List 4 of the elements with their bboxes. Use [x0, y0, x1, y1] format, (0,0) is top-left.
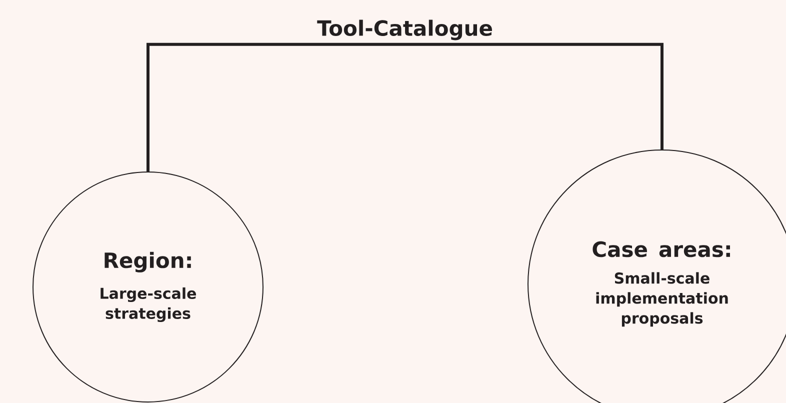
connector-line [146, 42, 405, 172]
connector-line [405, 42, 664, 150]
circle-node: Region: Large-scale strategies [32, 172, 264, 402]
title-text: Tool-Catalogue [317, 20, 492, 40]
